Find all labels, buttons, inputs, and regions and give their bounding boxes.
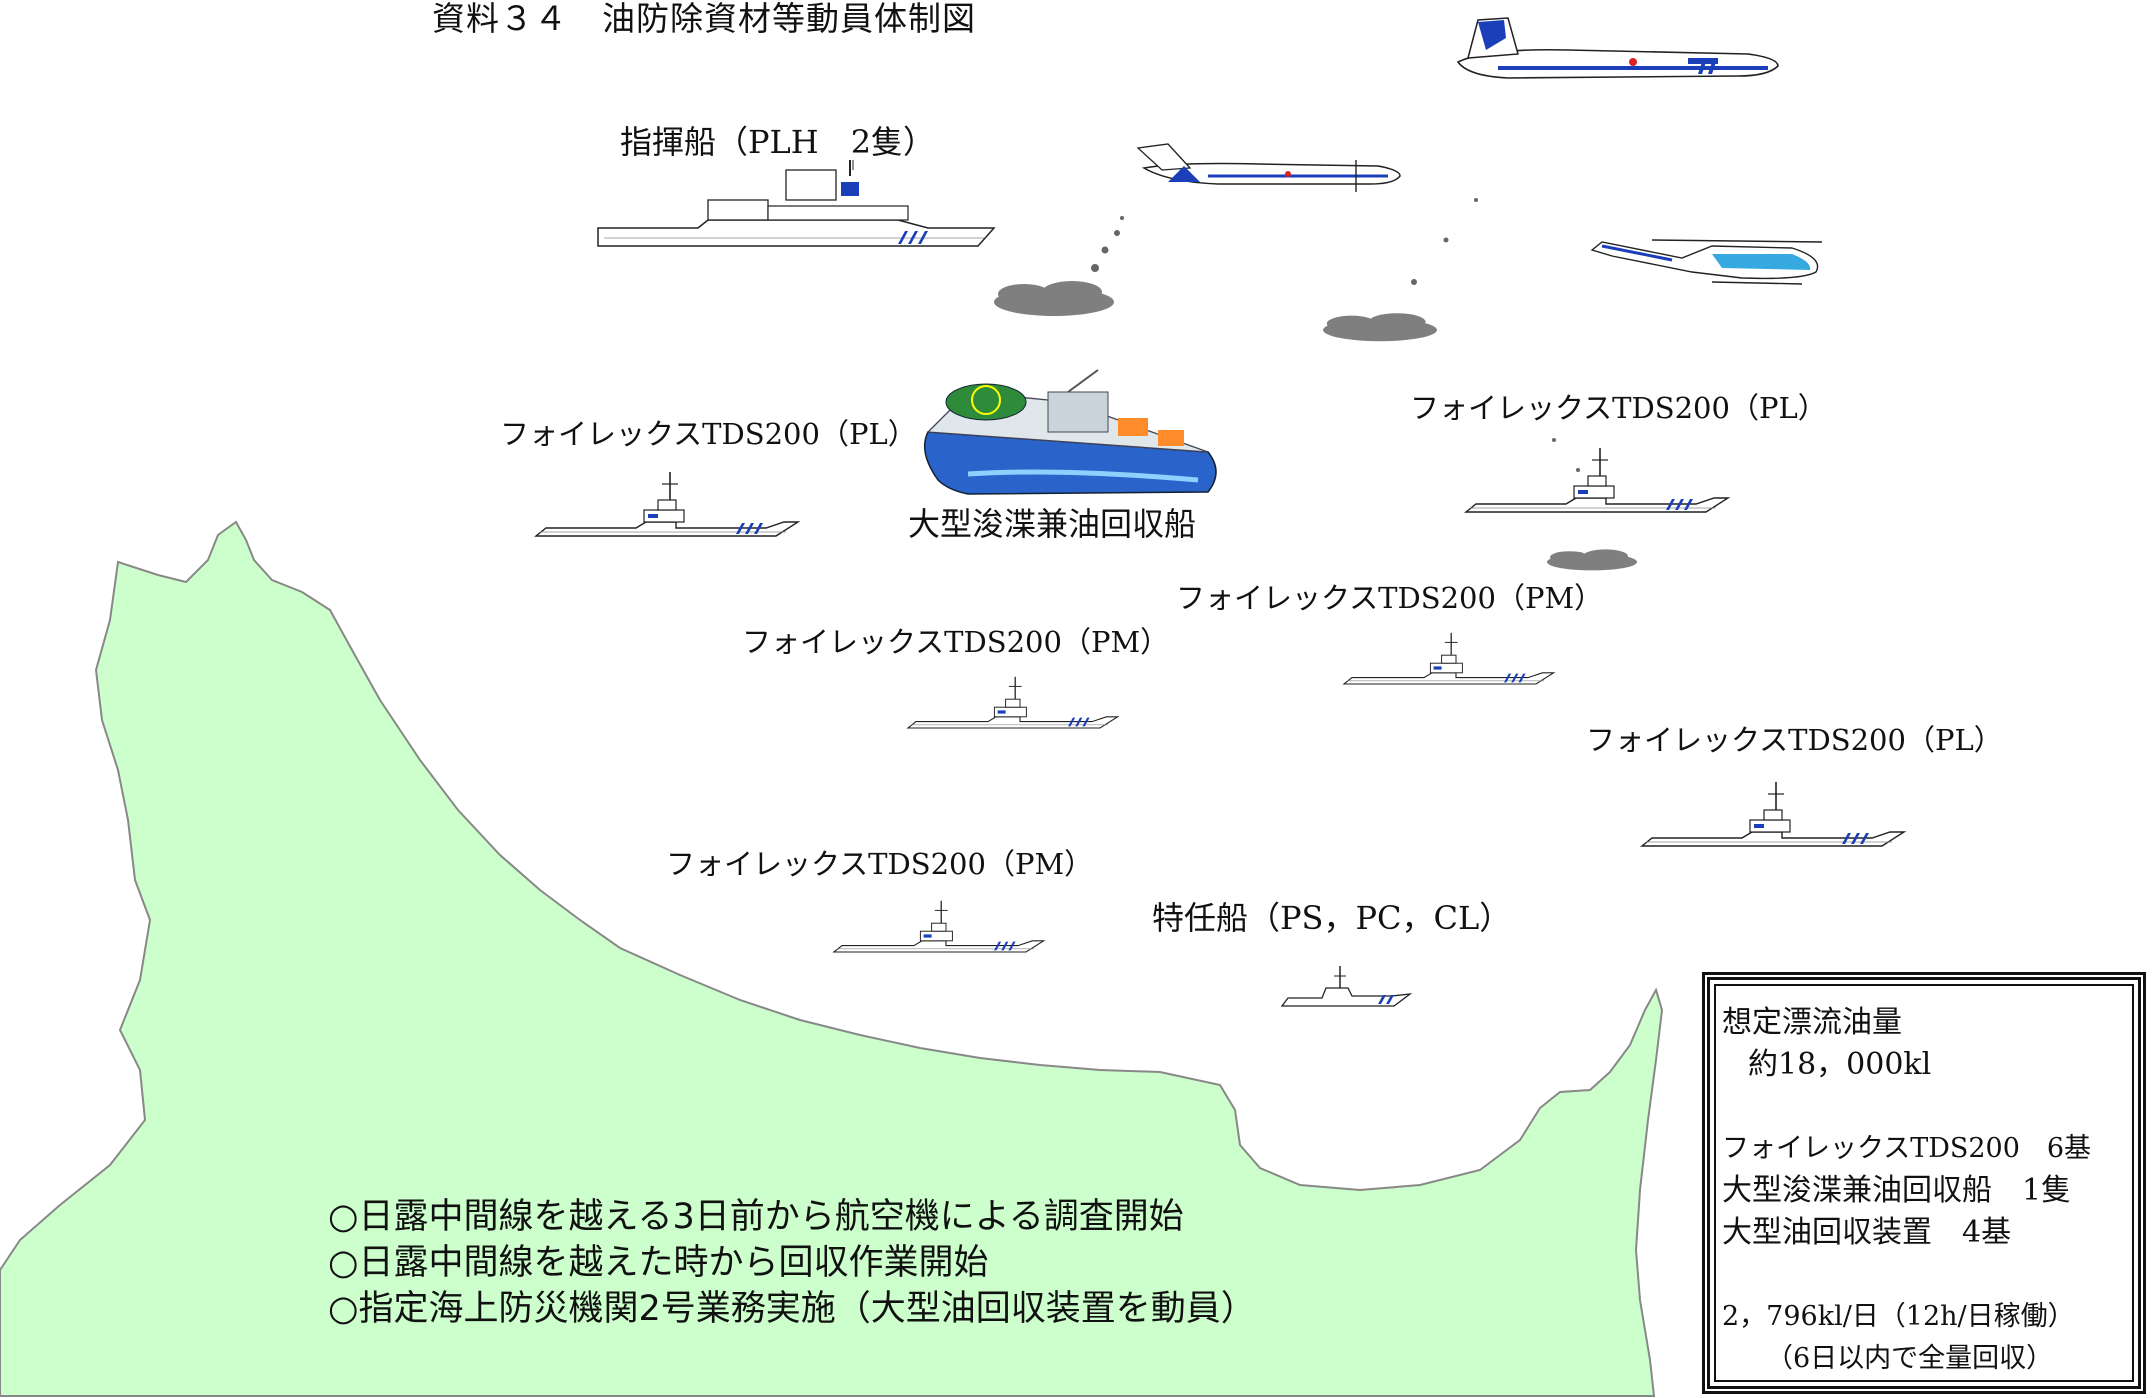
command-ship-icon [597, 160, 996, 247]
foilex-pm-center-label: フォイレックスTDS200（PM） [742, 625, 1170, 659]
foilex-pl-left-ship [535, 471, 799, 537]
note-item: ○日露中間線を越えた時から回収作業開始 [328, 1243, 989, 1283]
special-ships-label: 特任船（PS，PC，CL） [1152, 899, 1512, 937]
foilex-pl-lower-right-label: フォイレックスTDS200（PL） [1586, 723, 2003, 757]
note-item: ○指定海上防災機関2号業務実施（大型油回収装置を動員） [328, 1289, 1256, 1329]
foilex-pl-right-label: フォイレックスTDS200（PL） [1410, 391, 1827, 425]
summary-heading: 想定漂流油量 [1722, 1005, 1902, 1040]
land-mass [0, 520, 1664, 1397]
foilex-pm-right-ship [1343, 632, 1555, 685]
summary-item: 大型油回収装置 4基 [1722, 1215, 2012, 1250]
foilex-pl-left-label: フォイレックスTDS200（PL） [500, 417, 917, 451]
special-duty-ship [1281, 965, 1411, 1007]
summary-capacity: 2，796kl/日（12h/日稼働） [1722, 1301, 2075, 1332]
summary-duration: （6日以内で全量回収） [1766, 1343, 2054, 1374]
foilex-pm-lower-ship [833, 900, 1045, 953]
turboprop-airplane-icon [1456, 17, 1779, 79]
foilex-pm-right-label: フォイレックスTDS200（PM） [1176, 581, 1604, 615]
dredger-label: 大型浚渫兼油回収船 [908, 505, 1197, 543]
notes-list: ○日露中間線を越える3日前から航空機による調査開始 ○日露中間線を越えた時から回… [328, 1194, 1256, 1332]
observation-dots [1091, 198, 1580, 472]
jet-airplane-icon [1136, 143, 1401, 192]
foilex-pl-right-ship [1465, 447, 1729, 513]
foilex-pl-lower-right-ship [1641, 781, 1905, 847]
summary-item: 大型浚渫兼油回収船 1隻 [1722, 1173, 2072, 1208]
helicopter-icon [1590, 239, 1823, 285]
summary-volume: 約18，000kl [1748, 1047, 1932, 1082]
foilex-pm-center-ship [907, 676, 1119, 729]
page-title: 資料３４ 油防除資材等動員体制図 [432, 0, 976, 38]
dredger-ship-icon [923, 369, 1217, 495]
foilex-pm-lower-label: フォイレックスTDS200（PM） [666, 847, 1094, 881]
summary-box: 想定漂流油量 約18，000kl フォイレックスTDS200 6基 大型浚渫兼油… [1702, 972, 2146, 1394]
command-ship-label: 指揮船（PLH 2隻） [620, 123, 936, 161]
summary-item: フォイレックスTDS200 6基 [1722, 1133, 2092, 1164]
note-item: ○日露中間線を越える3日前から航空機による調査開始 [328, 1197, 1184, 1237]
